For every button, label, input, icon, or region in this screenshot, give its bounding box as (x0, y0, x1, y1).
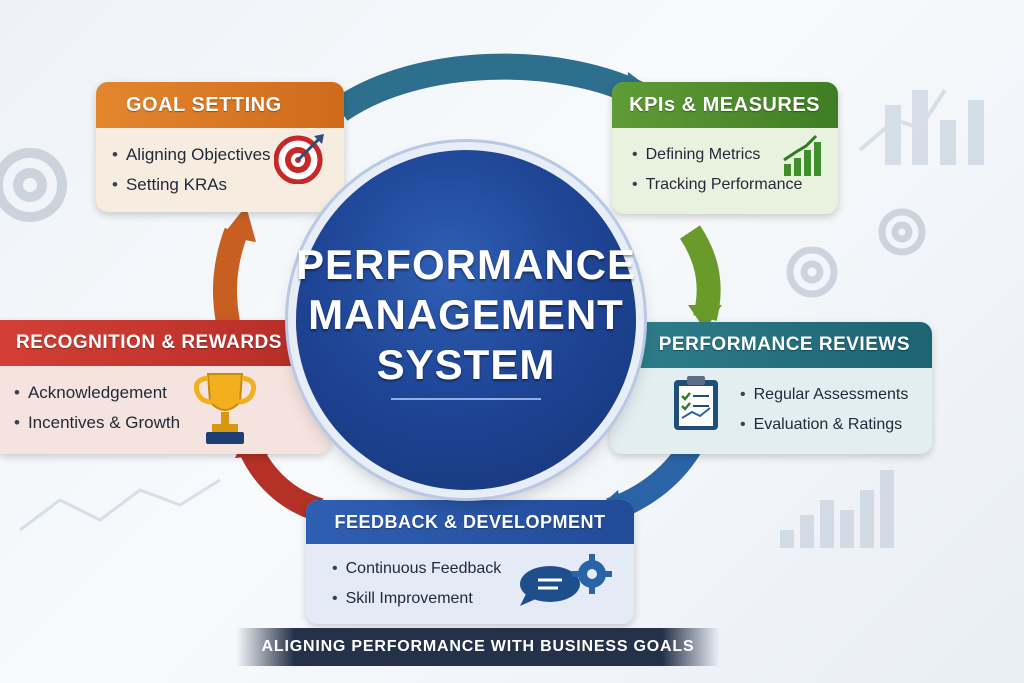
trophy-icon (193, 373, 257, 444)
center-divider (391, 398, 541, 400)
bg-trend-arrow (858, 88, 947, 152)
arrow-feedback-to-recognition (239, 442, 324, 522)
kpis-title: KPIs & MEASURES (629, 93, 820, 116)
growth-chart-icon (783, 134, 821, 176)
bg-gear-icon-left (0, 148, 67, 222)
recognition-rewards-header: RECOGNITION & REWARDS (0, 320, 330, 366)
recognition-rewards-card: RECOGNITION & REWARDS Acknowledgement In… (0, 320, 330, 454)
arrow-recognition-to-goal (213, 227, 248, 325)
arrow-goal-to-kpis (332, 53, 646, 121)
target-icon (274, 134, 324, 184)
recognition-rewards-list: Acknowledgement Incentives & Growth (14, 378, 314, 438)
list-item: Tracking Performance (632, 170, 822, 200)
bg-bar-chart-bottom-right (780, 470, 894, 548)
performance-reviews-card: PERFORMANCE REVIEWS Regular Assessments … (610, 322, 932, 454)
goal-setting-title: GOAL SETTING (126, 93, 282, 116)
clipboard-checklist-icon (674, 376, 718, 430)
recognition-rewards-body: Acknowledgement Incentives & Growth (0, 366, 330, 450)
list-item: Defining Metrics (632, 140, 822, 170)
goal-setting-card: GOAL SETTING Aligning Objectives Setting… (96, 82, 344, 212)
kpis-list: Defining Metrics Tracking Performance (632, 140, 822, 200)
list-item: Setting KRAs (112, 170, 328, 200)
footer-banner-text: ALIGNING PERFORMANCE WITH BUSINESS GOALS (261, 638, 695, 655)
kpis-card: KPIs & MEASURES Defining Metrics Trackin… (612, 82, 838, 214)
performance-reviews-title: PERFORMANCE REVIEWS (658, 334, 910, 355)
performance-reviews-body: Regular Assessments Evaluation & Ratings (610, 368, 932, 452)
feedback-development-body: Continuous Feedback Skill Improvement (306, 544, 634, 624)
list-item: Aligning Objectives (112, 140, 328, 170)
performance-reviews-header: PERFORMANCE REVIEWS (610, 322, 932, 368)
performance-reviews-list: Regular Assessments Evaluation & Ratings (740, 380, 916, 440)
center-title-line2: MANAGEMENT (308, 291, 624, 338)
list-item: Acknowledgement (14, 378, 314, 408)
feedback-development-card: FEEDBACK & DEVELOPMENT Continuous Feedba… (306, 500, 634, 624)
list-item: Skill Improvement (332, 584, 618, 614)
goal-setting-header: GOAL SETTING (96, 82, 344, 128)
kpis-header: KPIs & MEASURES (612, 82, 838, 128)
list-item: Incentives & Growth (14, 408, 314, 438)
list-item: Evaluation & Ratings (740, 410, 916, 440)
feedback-development-header: FEEDBACK & DEVELOPMENT (306, 500, 634, 544)
list-item: Continuous Feedback (332, 554, 618, 584)
bg-gear-icon-right (786, 208, 926, 298)
list-item: Regular Assessments (740, 380, 916, 410)
goal-setting-body: Aligning Objectives Setting KRAs (96, 128, 344, 212)
goal-setting-list: Aligning Objectives Setting KRAs (112, 140, 328, 200)
bg-bar-chart-top-right (885, 90, 984, 165)
center-title-line3: SYSTEM (376, 341, 556, 388)
chat-gear-icon (520, 554, 612, 606)
bg-line-chart-bottom-left (19, 478, 221, 532)
recognition-rewards-title: RECOGNITION & REWARDS (16, 332, 282, 353)
footer-banner: ALIGNING PERFORMANCE WITH BUSINESS GOALS (236, 628, 720, 666)
center-title-line1: PERFORMANCE (296, 241, 637, 288)
feedback-development-title: FEEDBACK & DEVELOPMENT (334, 511, 606, 532)
center-circle: PERFORMANCE MANAGEMENT SYSTEM (296, 150, 636, 490)
kpis-body: Defining Metrics Tracking Performance (612, 128, 838, 212)
feedback-development-list: Continuous Feedback Skill Improvement (332, 554, 618, 614)
